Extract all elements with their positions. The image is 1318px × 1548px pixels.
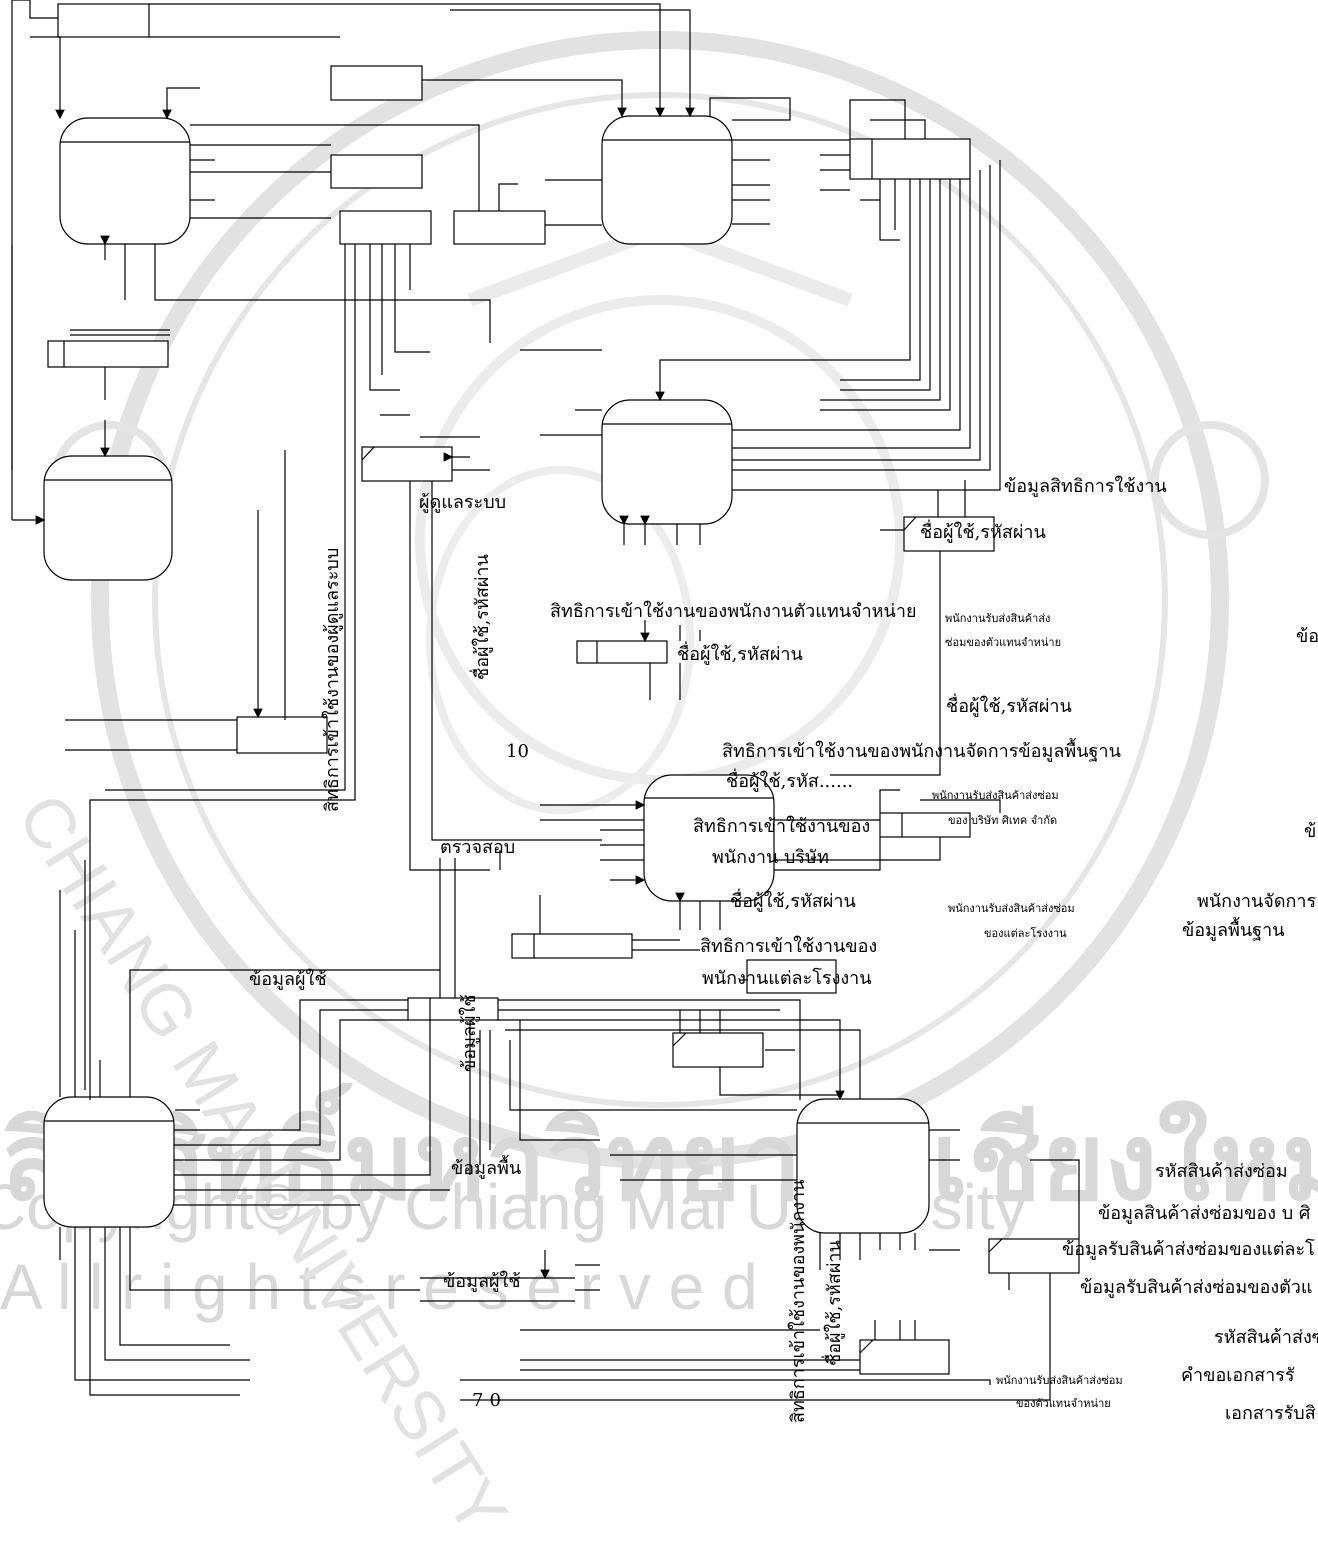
entity-mid-c — [454, 211, 545, 244]
label-ten: 10 — [506, 743, 529, 761]
label-admin-rights-vertical: สิทธิการเข้าใช้งานของผู้ดูแลระบบ — [324, 548, 342, 812]
label-user-data-2: ข้อมูลผู้ใช้ — [443, 1273, 521, 1291]
label-company-rights-a: สิทธิการเข้าใช้งานของ — [693, 818, 870, 836]
datastore-admin — [362, 447, 452, 481]
label-base-staff-b: ข้อมูลพื้นฐาน — [1182, 922, 1285, 940]
label-access-rights: ข้อมูลสิทธิการใช้งาน — [1004, 478, 1167, 496]
datastore-bottom-mid — [673, 1033, 763, 1067]
label-company-staff-a: พนักงานรับส่งสินค้าส่งซ่อม — [932, 790, 1059, 801]
label-factory-staff-a: พนักงานรับส่งสินค้าส่งซ่อม — [948, 903, 1075, 914]
process-top-right — [602, 116, 732, 244]
entity-mid-b — [340, 211, 431, 244]
label-repair-code-2: รหัสสินค้าส่งซ — [1214, 1329, 1318, 1347]
label-dealer-staff-bottom-a: พนักงานรับส่งสินค้าส่งซ่อม — [996, 1375, 1123, 1386]
label-company-rights-b: พนักงาน บริษัท — [712, 849, 829, 867]
process-admin — [60, 118, 190, 244]
datastore-bottom-user — [860, 1340, 949, 1374]
label-factory-rights-b: พนักงานแต่ละโรงงาน — [702, 970, 872, 988]
label-base-staff-a: พนักงานจัดการ — [1197, 893, 1316, 911]
label-doc-request: คำขอเอกสารรั — [1181, 1367, 1295, 1385]
label-username-password-vertical-1: ชื่อผู้ใช้,รหัสผ่าน — [474, 554, 492, 680]
entity-mid-a — [331, 155, 422, 188]
label-dealer-staff-bottom-b: ของตัวแทนจำหน่าย — [1016, 1398, 1111, 1409]
label-username-password-4: ชื่อผู้ใช้,รหัสผ่าน — [730, 893, 856, 911]
process-bottom-left — [44, 1097, 174, 1227]
process-center — [602, 400, 732, 524]
label-username-password-vertical-2: ชื่อผู้ใช้,รหัสผ่าน — [826, 1240, 844, 1366]
process-bottom-right — [797, 1099, 929, 1233]
label-repair-code-1: รหัสสินค้าส่งซ่อม — [1155, 1163, 1288, 1181]
label-username-pw-partial: ชื่อผู้ใช้,รหัส...... — [726, 773, 853, 791]
label-admin: ผู้ดูแลระบบ — [419, 494, 506, 512]
label-company-staff-b: ของ บริษัท ศิเทค จำกัด — [948, 815, 1057, 826]
datastore-left-a — [48, 341, 168, 367]
label-username-password-1: ชื่อผู้ใช้,รหัสผ่าน — [920, 524, 1046, 542]
label-user-data-1: ข้อมูลผู้ใช้ — [249, 971, 327, 989]
label-doc-receive: เอกสารรับสิ — [1225, 1405, 1316, 1423]
datastore-dealer — [577, 641, 667, 663]
dfd-canvas: ลิขสิทธิ์มหาวิทยาลัยเชียงใหม่ Copyright©… — [0, 0, 1318, 1423]
label-username-password-2: ชื่อผู้ใช้,รหัสผ่าน — [677, 646, 803, 664]
label-rights-bottom-vertical: สิทธิการเข้าใช้งานของพนักงาน — [790, 1180, 808, 1423]
label-dealer-rights: สิทธิการเข้าใช้งานของพนักงานตัวแทนจำหน่า… — [550, 603, 917, 621]
label-repair-info-company: ข้อมูลสินค้าส่งซ่อมของ บ ศิ — [1098, 1205, 1310, 1223]
datastore-admin-left — [237, 717, 327, 753]
label-base-data-rights: สิทธิการเข้าใช้งานของพนักงานจัดการข้อมูล… — [722, 743, 1121, 761]
label-user-data-vertical: ข้อมูลผู้ใช้ — [461, 994, 479, 1072]
label-receive-dealer: ข้อมูลรับสินค้าส่งซ่อมของตัวแ — [1080, 1279, 1313, 1297]
label-edge-b: ข้ — [1304, 823, 1316, 841]
datastore-right-top — [850, 139, 970, 179]
datastore-user — [408, 998, 498, 1020]
label-dealer-staff-a: พนักงานรับส่งสินค้าส่ง — [945, 613, 1050, 624]
label-edge-a: ข้อ — [1296, 628, 1318, 646]
label-username-password-3: ชื่อผู้ใช้,รหัสผ่าน — [946, 698, 1072, 716]
label-dealer-staff-b: ซ่อมของตัวแทนจำหน่าย — [945, 637, 1061, 648]
process-left-mid — [44, 456, 172, 580]
page-number: 70 — [472, 1392, 507, 1410]
entity-top-left — [58, 4, 149, 37]
label-factory-rights-a: สิทธิการเข้าใช้งานของ — [700, 938, 877, 956]
label-receive-factory: ข้อมูลรับสินค้าส่งซ่อมของแต่ละโ — [1062, 1241, 1315, 1259]
datastore-factory — [512, 934, 632, 958]
label-base-data: ข้อมูลพื้น — [451, 1160, 521, 1178]
entity-top-mid — [331, 66, 422, 100]
label-factory-staff-b: ของแต่ละโรงงาน — [984, 928, 1067, 939]
process-middle — [644, 775, 774, 901]
label-check: ตรวจสอบ — [440, 839, 515, 857]
